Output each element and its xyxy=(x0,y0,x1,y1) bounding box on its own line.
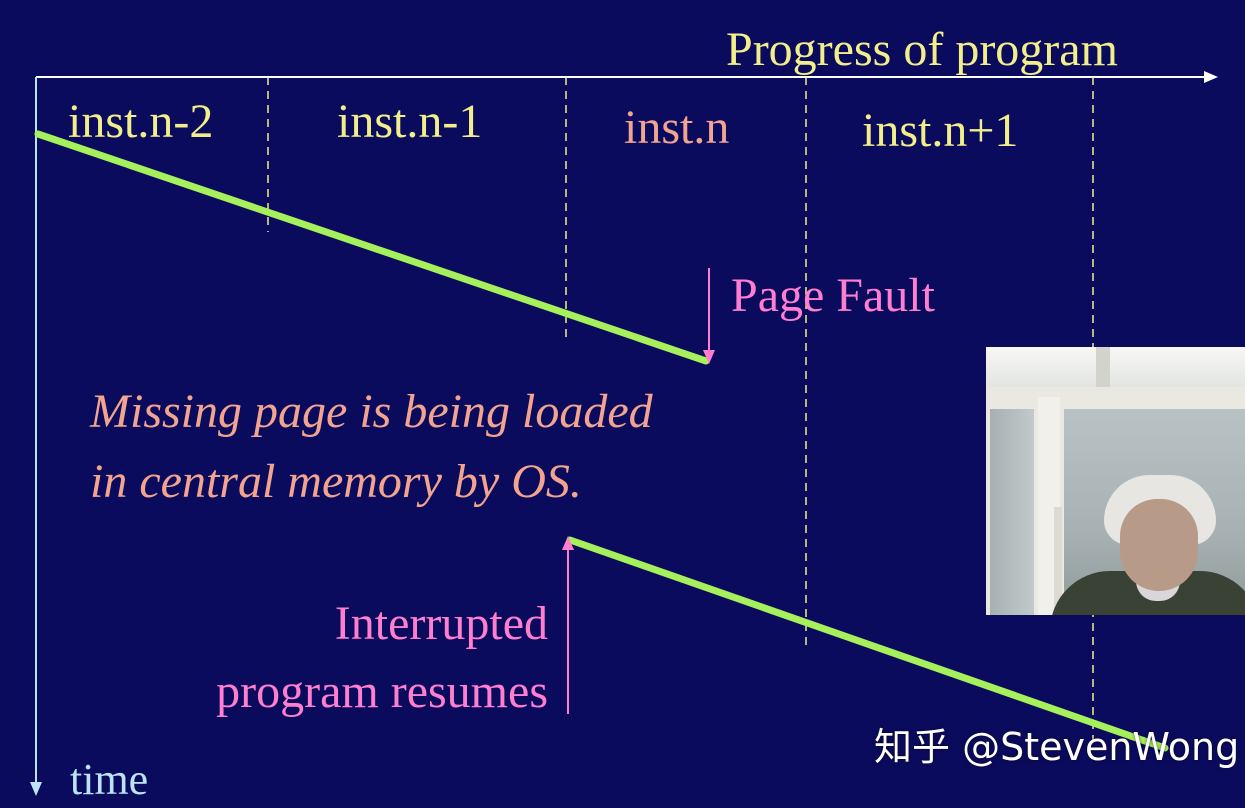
page-fault-label: Page Fault xyxy=(731,269,935,322)
instruction-label-n-2: inst.n-2 xyxy=(68,95,214,148)
instruction-label-n-1: inst.n-1 xyxy=(337,95,483,148)
time-axis-label: time xyxy=(70,755,149,804)
loading-message-line-1: Missing page is being loaded xyxy=(90,385,653,438)
resume-message-line-2: program resumes xyxy=(216,665,548,718)
loading-message-line-2: in central memory by OS. xyxy=(90,455,582,508)
progress-axis-arrowhead xyxy=(1204,71,1218,83)
diagram-title: Progress of program xyxy=(726,23,1118,76)
watermark: 知乎 @StevenWong xyxy=(874,725,1240,769)
webcam-window-bar xyxy=(1054,507,1062,615)
execution-line-before-fault xyxy=(34,130,710,365)
resume-message-line-1: Interrupted xyxy=(334,597,548,650)
webcam-ceiling-beam xyxy=(1096,347,1110,387)
execution-line-after-resume xyxy=(566,536,1169,752)
time-axis-arrowhead xyxy=(30,782,42,796)
presenter-webcam-image xyxy=(986,347,1245,615)
resume-arrowhead xyxy=(562,536,574,550)
page-fault-arrowhead xyxy=(703,350,715,364)
webcam-ceiling xyxy=(986,347,1245,387)
webcam-presenter-face xyxy=(1120,499,1198,591)
instruction-label-n: inst.n xyxy=(624,101,730,154)
instruction-label-n+1: inst.n+1 xyxy=(862,104,1019,157)
webcam-window-pane-left xyxy=(990,409,1034,615)
